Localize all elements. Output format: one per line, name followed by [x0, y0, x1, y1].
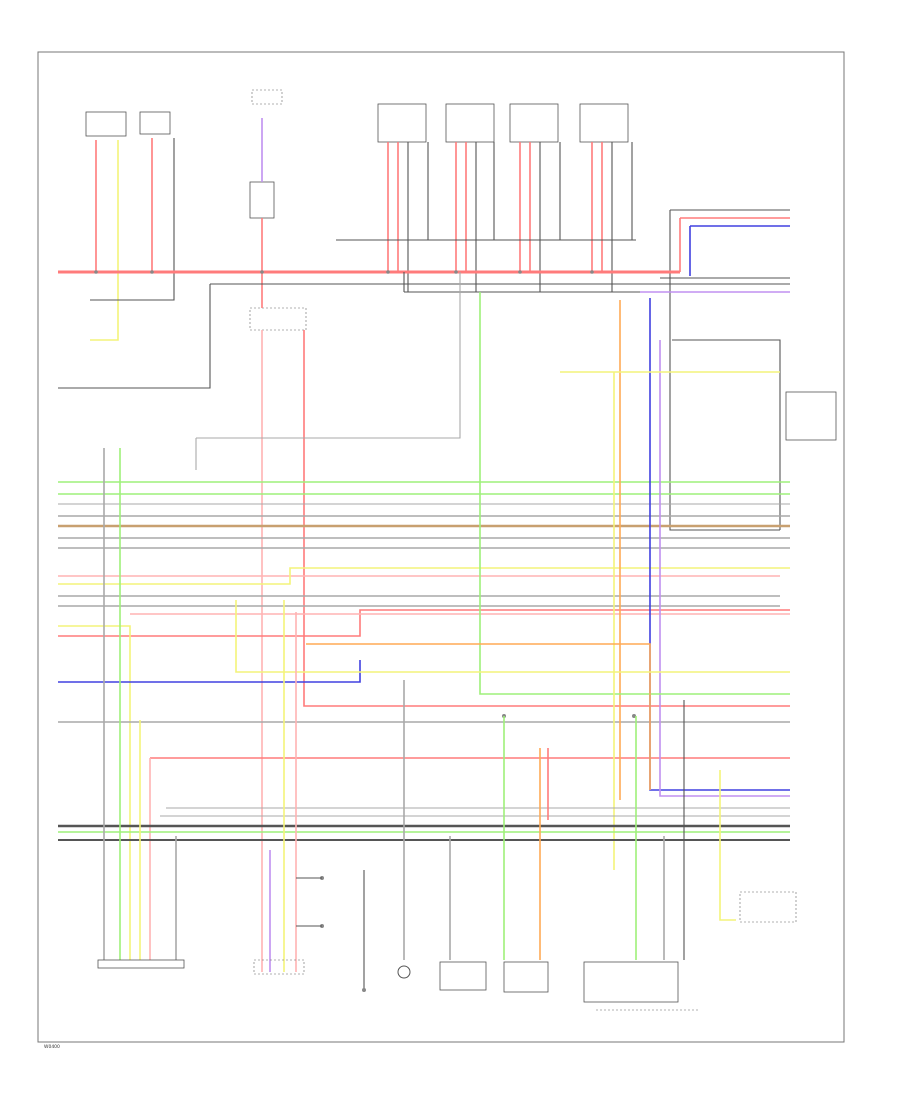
main-power-bus — [58, 270, 790, 389]
diagram-border — [37, 51, 845, 1043]
bottom-components — [97, 876, 700, 1011]
middle-harness — [58, 272, 837, 972]
right-note-box — [739, 891, 797, 923]
footer-code: W0400 — [44, 1044, 60, 1050]
lower-bundle — [58, 448, 790, 990]
top-left-components — [85, 89, 307, 331]
top-vertical-wires — [90, 118, 636, 341]
injector-group — [377, 103, 629, 143]
top-right-wires — [669, 209, 790, 531]
